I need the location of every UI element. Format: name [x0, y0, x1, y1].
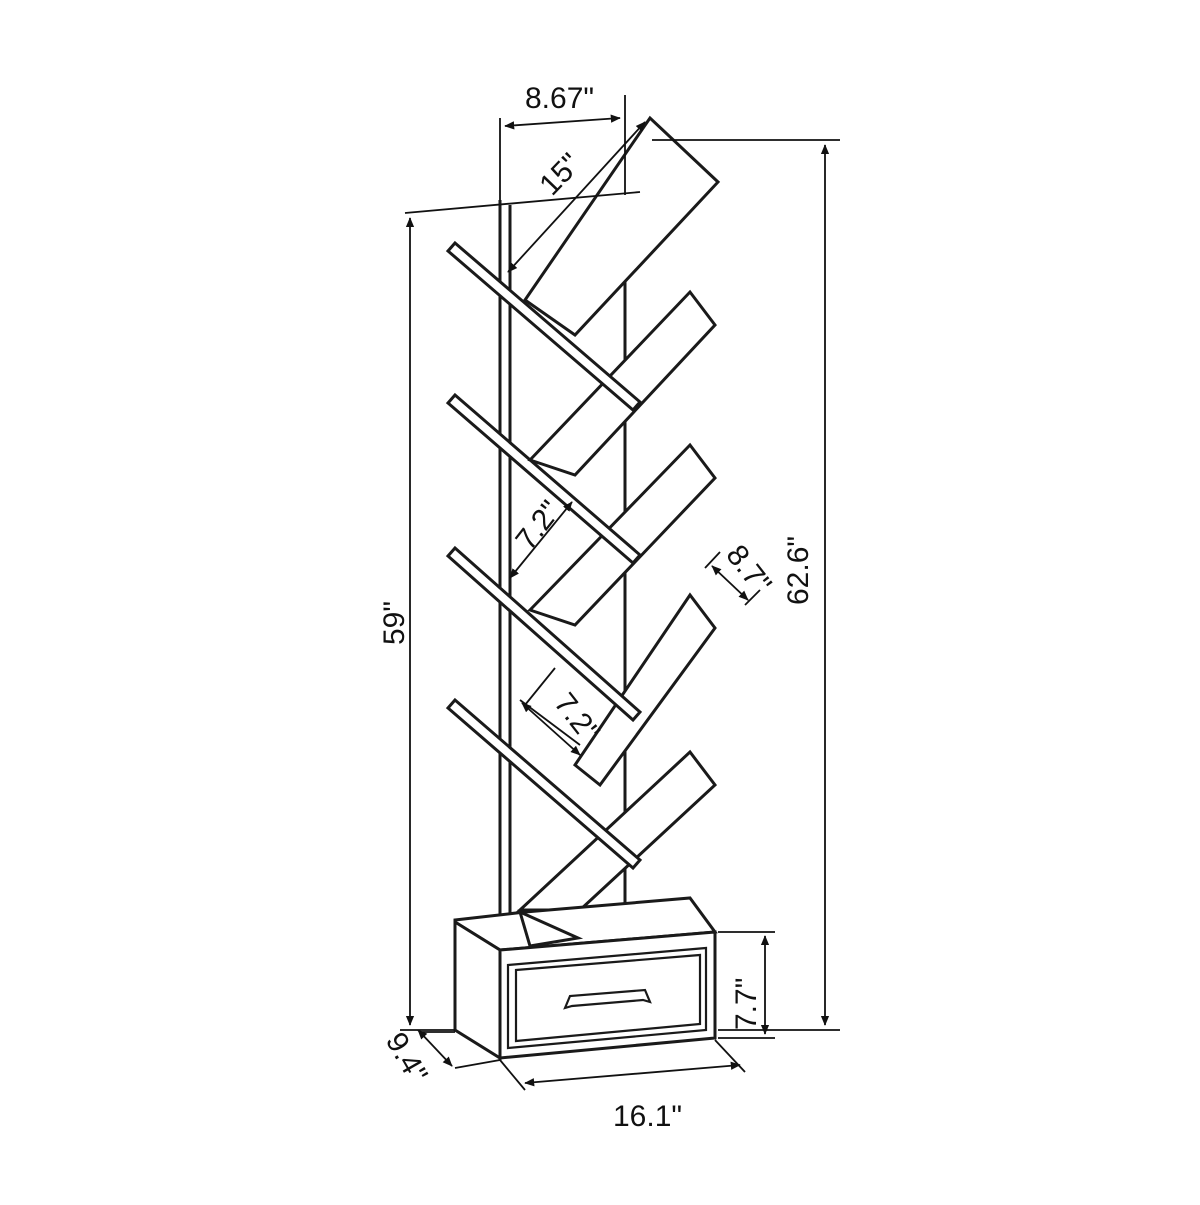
board-foot: [517, 909, 584, 948]
label-top-width: 8.67": [525, 82, 594, 115]
drawer-base: [453, 896, 718, 1061]
board-right-5: [516, 749, 718, 912]
extension-width-left: [499, 1059, 526, 1091]
extension-depth-right: [454, 1059, 501, 1069]
dimension-base-width: [524, 1061, 741, 1087]
dimension-base-depth: [417, 1029, 453, 1067]
board-left-1: [445, 240, 643, 413]
dimension-board-depth: [711, 565, 749, 601]
label-total-height: 62.6": [782, 536, 815, 605]
dimension-top-diagonal: [507, 121, 646, 273]
drawer-front: [506, 946, 708, 1050]
dimension-top-width: [504, 114, 621, 130]
board-right-2: [527, 289, 717, 477]
board-left-2: [445, 392, 643, 566]
extension-depth-b: [744, 589, 761, 606]
board-left-4: [445, 697, 643, 871]
dimension-lines: [400, 95, 840, 1091]
dimension-board-gap: [521, 702, 581, 756]
drawer-handle: [563, 988, 652, 1010]
board-left-3: [445, 545, 643, 723]
label-base-depth: 9.4": [379, 1027, 434, 1089]
board-right-4: [572, 592, 717, 788]
label-shelf-height: 59": [378, 601, 411, 645]
label-drawer-height: 7.7": [730, 978, 763, 1030]
drawer-inner: [514, 953, 702, 1043]
extension-depth-a: [704, 551, 721, 569]
extension-gap-b: [524, 667, 556, 706]
label-shelf-spacing: 7.2": [510, 495, 568, 557]
label-board-depth: 8.7": [719, 539, 777, 601]
dimension-shelf-spacing: [509, 501, 573, 579]
label-base-width: 16.1": [613, 1100, 682, 1133]
bookshelf-boards: [445, 115, 721, 912]
board-right-3: [527, 442, 717, 627]
